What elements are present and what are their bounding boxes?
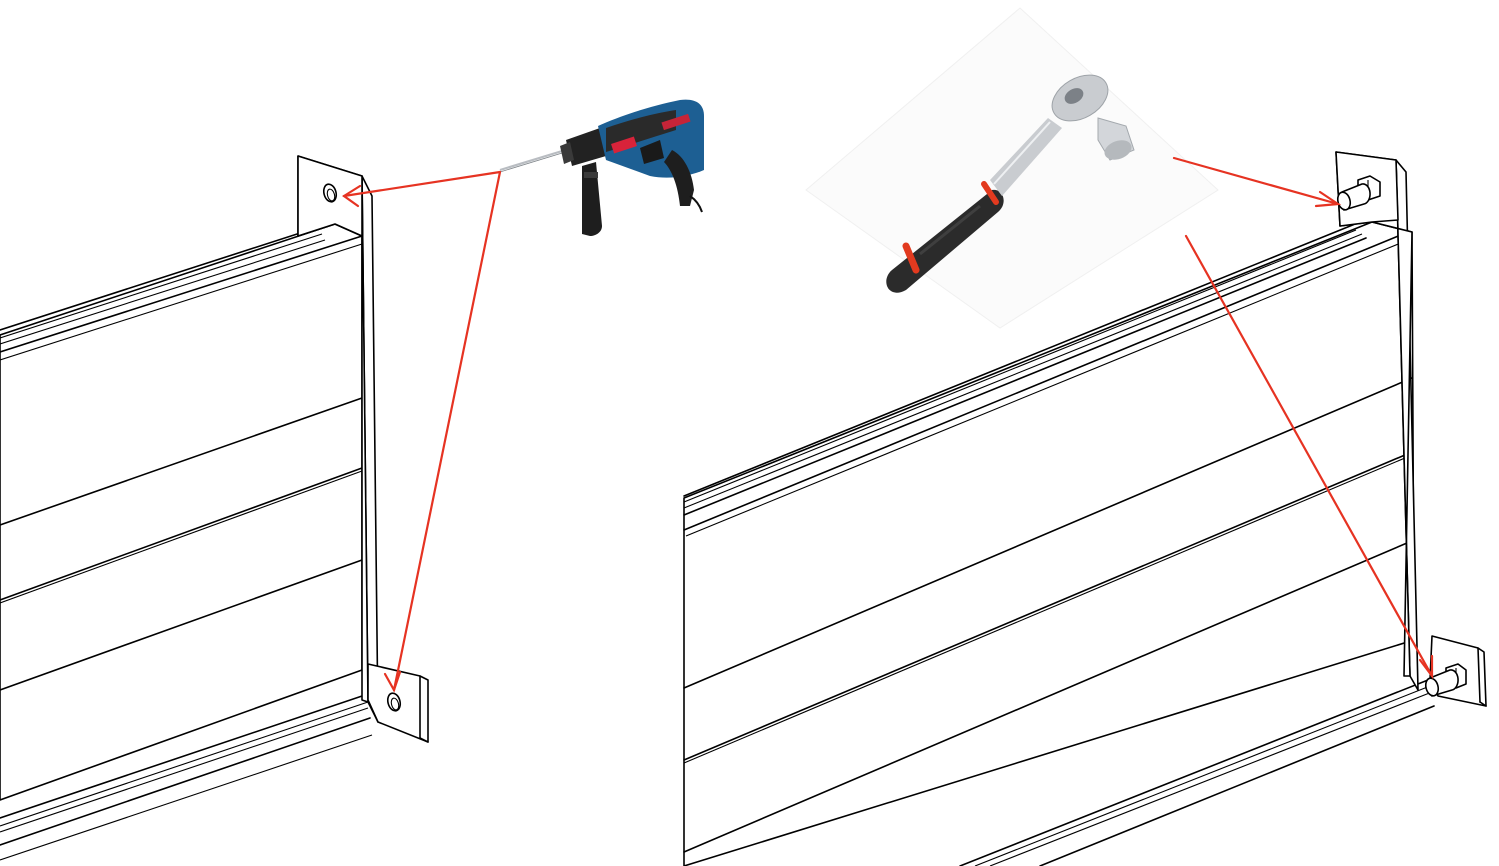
arrow-to-left-bottom-hole — [392, 170, 502, 692]
right-bottom-bracket — [1424, 635, 1487, 707]
right-fence-assembly — [683, 151, 1487, 866]
left-fence-panel — [0, 223, 373, 861]
drill-arrows — [342, 170, 502, 693]
left-top-bracket — [297, 155, 363, 237]
ratchet-wrench-icon — [805, 7, 1219, 329]
right-top-bracket — [1335, 151, 1399, 227]
left-bottom-hole — [386, 692, 402, 712]
arrow-to-right-bottom-bolt — [1184, 234, 1434, 678]
arrow-to-right-top-bolt — [1172, 156, 1340, 206]
wrench-arrows — [1172, 156, 1434, 680]
arrow-to-left-top-hole — [342, 170, 502, 198]
hammer-drill-icon — [499, 99, 704, 236]
right-bottom-bolt — [1424, 663, 1467, 697]
right-fence-panel — [683, 221, 1435, 866]
left-top-hole — [322, 183, 338, 203]
left-bottom-bracket — [367, 663, 429, 743]
right-top-bolt — [1336, 175, 1381, 211]
left-fence-assembly — [0, 155, 429, 861]
